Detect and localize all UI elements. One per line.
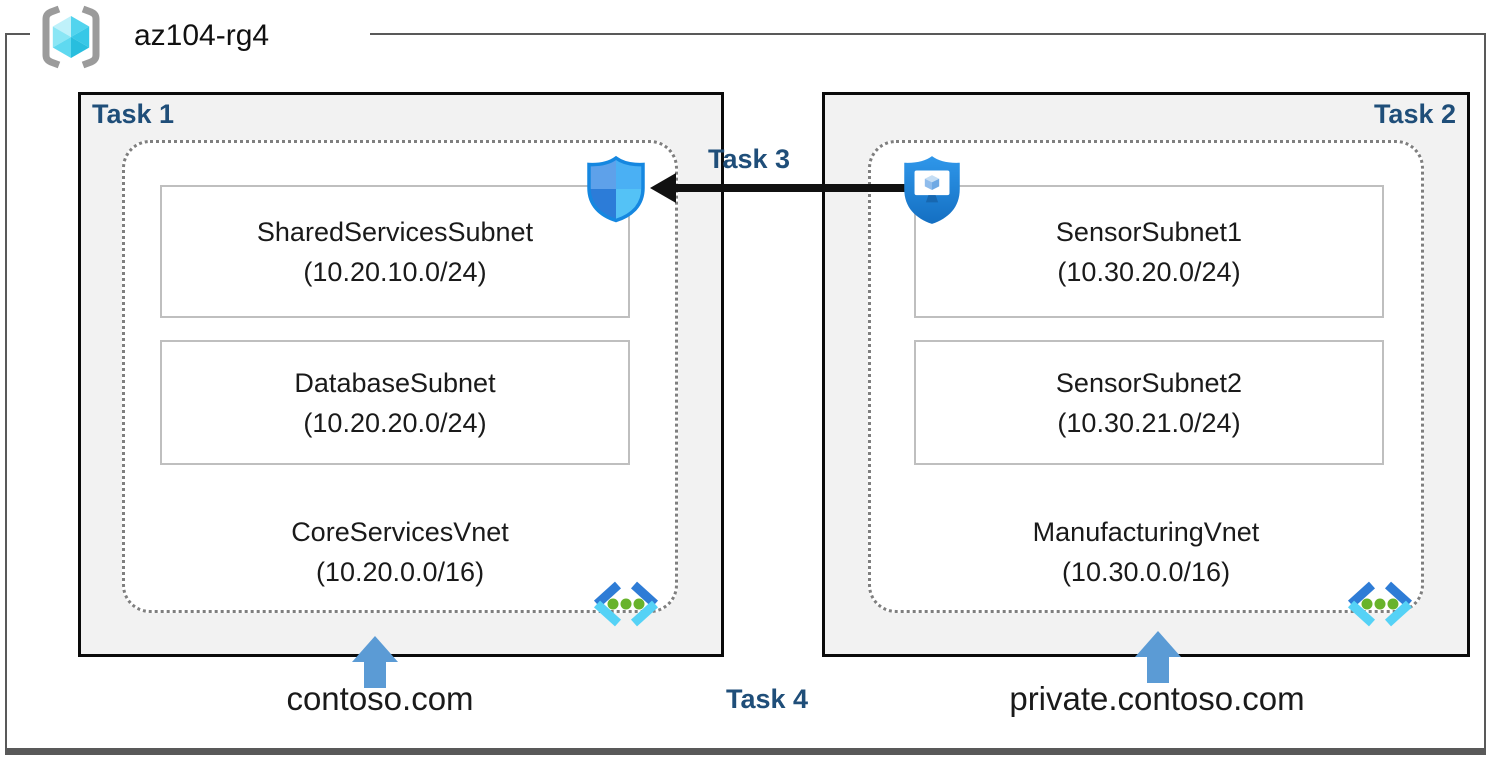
subnet-box-sharedservices: SharedServicesSubnet (10.20.10.0/24) — [160, 185, 630, 318]
subnet-name: DatabaseSubnet — [294, 367, 496, 398]
subnet-cidr: (10.20.10.0/24) — [303, 256, 487, 287]
subnet-cidr: (10.30.21.0/24) — [1057, 407, 1241, 438]
task3-left-arrow — [650, 173, 905, 203]
virtual-network-icon — [593, 581, 659, 627]
core-services-vnet-label: CoreServicesVnet (10.20.0.0/16) — [122, 512, 678, 592]
task1-label: Task 1 — [92, 99, 175, 129]
task2-label: Task 2 — [1373, 99, 1456, 129]
dns-zone-label-public: contoso.com — [286, 680, 474, 717]
resource-group-name: az104-rg4 — [134, 19, 270, 52]
vnet-name: ManufacturingVnet — [1032, 517, 1260, 547]
subnet-name: SharedServicesSubnet — [256, 216, 534, 247]
task3-label: Task 3 — [708, 144, 791, 174]
subnet-box-database: DatabaseSubnet (10.20.20.0/24) — [160, 340, 630, 465]
subnet-box-sensor2: SensorSubnet2 (10.30.21.0/24) — [914, 340, 1384, 465]
virtual-network-icon — [1347, 581, 1413, 627]
dns-zone-label-private: private.contoso.com — [1009, 680, 1305, 717]
subnet-cidr: (10.20.20.0/24) — [303, 407, 487, 438]
application-security-group-icon — [904, 156, 960, 224]
resource-group-boundary — [5, 33, 1486, 755]
subnet-name: SensorSubnet2 — [1055, 367, 1243, 398]
subnet-name: SensorSubnet1 — [1055, 216, 1243, 247]
subnet-cidr: (10.30.20.0/24) — [1057, 256, 1241, 287]
task4-label: Task 4 — [725, 684, 809, 714]
network-security-group-icon — [587, 155, 645, 223]
vnet-cidr: (10.20.0.0/16) — [315, 557, 485, 587]
dns-up-arrow-icon — [1135, 631, 1181, 683]
vnet-cidr: (10.30.0.0/16) — [1061, 557, 1231, 587]
dns-up-arrow-icon — [352, 636, 398, 688]
manufacturing-vnet-label: ManufacturingVnet (10.30.0.0/16) — [868, 512, 1424, 592]
resource-group-icon — [42, 5, 100, 69]
vnet-name: CoreServicesVnet — [291, 517, 509, 547]
subnet-box-sensor1: SensorSubnet1 (10.30.20.0/24) — [914, 185, 1384, 318]
